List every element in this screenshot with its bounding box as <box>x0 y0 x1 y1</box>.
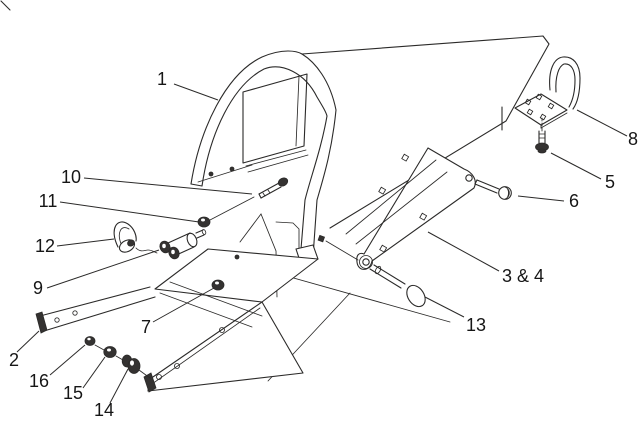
bracket-strap-inner <box>555 63 576 108</box>
nut-part11 <box>197 216 211 228</box>
front-skirt <box>147 301 304 392</box>
carriage-bolt-part5 <box>535 130 549 154</box>
flange-nut-part7 <box>211 279 225 291</box>
mount-frame-part <box>35 248 319 393</box>
leader-line-9 <box>46 249 160 289</box>
bushing-part14 <box>121 354 141 374</box>
callout-8: 8 <box>628 129 638 149</box>
leader-line-11 <box>59 201 200 223</box>
fender-guard-part <box>190 35 550 265</box>
deck-plate <box>154 248 319 303</box>
leader-line-16 <box>49 344 86 376</box>
washer-nut-bushing-parts <box>84 336 151 379</box>
mount-arm <box>39 286 151 317</box>
callout-labels: 1 10 11 12 9 2 16 15 14 7 13 3 & 4 6 5 8 <box>9 69 638 420</box>
callout-9: 9 <box>33 278 43 298</box>
nut-part15 <box>103 346 117 358</box>
bar-upper-hole <box>465 174 473 182</box>
callout-16: 16 <box>29 371 49 391</box>
hex-bolt-part10 <box>209 177 289 221</box>
callout-6: 6 <box>569 191 579 211</box>
leader-line-7 <box>152 287 215 323</box>
bracket-plate <box>514 93 568 126</box>
screw-part6 <box>474 179 512 200</box>
fender-panel <box>242 73 308 164</box>
callout-11: 11 <box>39 191 58 211</box>
washer-part16 <box>84 336 96 346</box>
leader-line-13 <box>424 296 465 318</box>
clevis-pin-part13 <box>369 264 426 308</box>
bar-lower-hole <box>362 258 370 266</box>
leader-line-10 <box>83 177 253 195</box>
mount-hole <box>317 234 326 243</box>
leader-line-2 <box>16 330 40 353</box>
bracket-strap-outer <box>549 56 581 110</box>
callout-14: 14 <box>94 400 114 420</box>
lock-clip-part12 <box>113 221 158 254</box>
callout-13: 13 <box>466 315 486 335</box>
rear-bracket-part <box>514 56 581 154</box>
leader-line-5 <box>550 152 602 180</box>
leader-line-6 <box>517 195 565 202</box>
arm-end-cap <box>35 311 48 334</box>
callout-7: 7 <box>141 317 151 337</box>
leader-line-14 <box>109 368 129 404</box>
leader-line-3-4 <box>427 231 500 272</box>
clevis-assembly-part9 <box>159 229 207 260</box>
support-bar-body <box>356 147 476 270</box>
leader-line-12 <box>56 238 115 247</box>
leader-lines <box>16 83 628 404</box>
callout-12: 12 <box>35 236 55 256</box>
corner-mark <box>0 0 11 11</box>
leader-line-8 <box>576 109 628 137</box>
callout-2: 2 <box>9 350 19 370</box>
callout-10: 10 <box>61 167 81 187</box>
support-bar-part <box>325 147 476 270</box>
callout-1: 1 <box>157 69 167 89</box>
callout-3-4: 3 & 4 <box>502 266 544 286</box>
callout-15: 15 <box>63 383 83 403</box>
leader-line-15 <box>82 356 106 389</box>
skirt-end-cap <box>143 372 157 393</box>
callout-5: 5 <box>605 172 615 192</box>
pin-head <box>406 284 426 308</box>
leader-line-1 <box>173 83 219 101</box>
